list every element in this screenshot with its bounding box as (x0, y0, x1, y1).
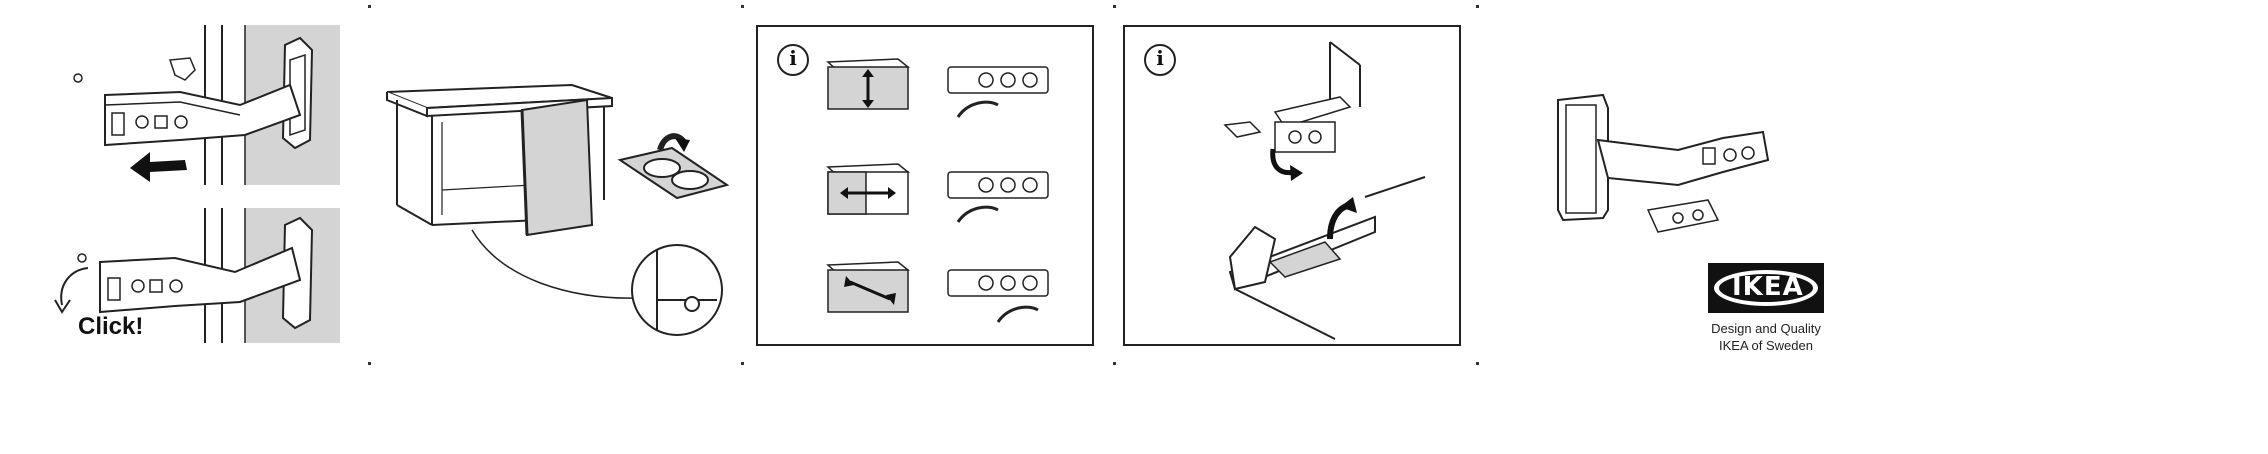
info-icon-glyph: i (1154, 46, 1166, 70)
adjustment-illustration (758, 27, 1092, 344)
step-door-bumper (372, 0, 742, 454)
push-left-arrow-icon (130, 152, 187, 182)
step-hinge-mount: Click! (0, 0, 370, 454)
adjustment-info-box: i (756, 25, 1094, 346)
info-icon-glyph: i (787, 46, 799, 70)
hinge-mount-illustration (0, 0, 370, 454)
brand-tagline: Design and Quality (1686, 320, 1846, 337)
page-tick (1113, 5, 1116, 8)
page-tick (741, 5, 744, 8)
page-tick (368, 5, 371, 8)
page-tick (368, 362, 371, 365)
removal-illustration (1125, 27, 1459, 344)
back-cover: IKEA Design and Quality IKEA of Sweden (1478, 0, 1878, 454)
ikea-logo: IKEA (1708, 263, 1824, 313)
press-curved-arrow-icon (61, 268, 88, 305)
click-label: Click! (78, 313, 143, 341)
ikea-logo-text: IKEA (1732, 272, 1804, 302)
page-tick (1113, 362, 1116, 365)
detail-callout (632, 245, 722, 335)
product-hinge-illustration (1478, 0, 1878, 454)
page-tick (741, 362, 744, 365)
cabinet-door-shade (522, 100, 592, 235)
removal-info-box: i (1123, 25, 1461, 346)
brand-origin: IKEA of Sweden (1686, 337, 1846, 354)
cabinet-door-illustration (372, 0, 742, 454)
